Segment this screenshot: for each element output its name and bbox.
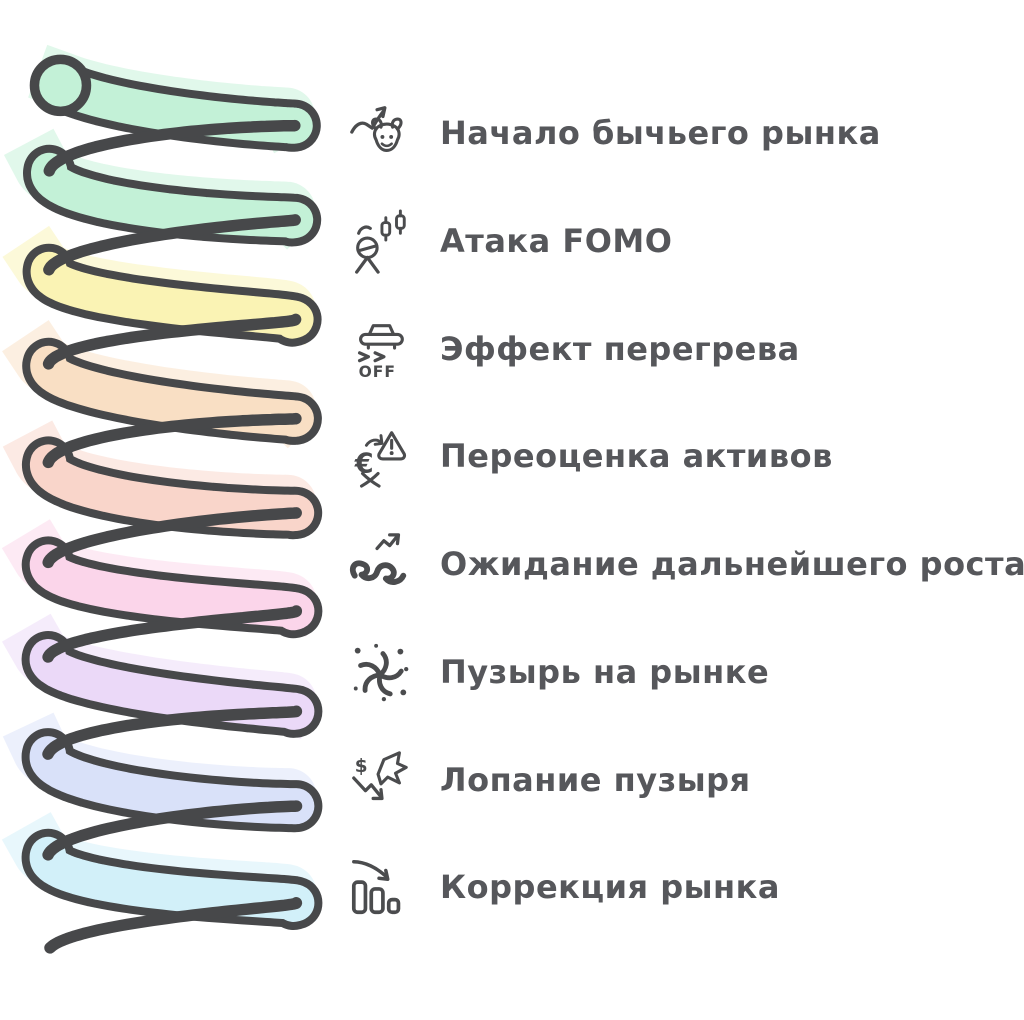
market-bubble-vortex-icon: [336, 627, 424, 717]
dollar-glyph: $: [355, 756, 368, 777]
stage-label: Ожидание дальнейшего роста: [440, 545, 1024, 583]
stage-row: $ Лопание пузыря: [336, 730, 1024, 830]
stage-row: OFF Эффект перегрева: [336, 299, 1024, 399]
stage-label: Коррекция рынка: [440, 868, 780, 906]
stage-label: Эффект перегрева: [440, 330, 800, 368]
stage-label: Начало бычьего рынка: [440, 114, 881, 152]
stage-row: Ожидание дальнейшего роста: [336, 514, 1024, 614]
spiral-coil-illustration: [1, 44, 323, 954]
overheating-off-icon: OFF: [336, 304, 424, 394]
euro-glyph: €: [354, 449, 374, 480]
stage-label: Пузырь на рынке: [440, 653, 770, 691]
stage-row: Коррекция рынка: [336, 837, 1024, 937]
fomo-attack-icon: [336, 196, 424, 286]
stage-label: Атака FOMO: [440, 222, 673, 260]
stage-row: Начало бычьего рынка: [336, 83, 1024, 183]
stage-row: Атака FOMO: [336, 191, 1024, 291]
market-correction-icon: [336, 842, 424, 932]
off-label: OFF: [359, 363, 396, 381]
bubble-burst-icon: $: [336, 735, 424, 825]
stage-row: Пузырь на рынке: [336, 622, 1024, 722]
stage-label: Лопание пузыря: [440, 761, 751, 799]
stage-label: Переоценка активов: [440, 437, 833, 475]
further-growth-arrow-icon: [336, 519, 424, 609]
bull-market-icon: [336, 88, 424, 178]
asset-revaluation-warning-icon: €: [336, 411, 424, 501]
stage-row: € Переоценка активов: [336, 406, 1024, 506]
